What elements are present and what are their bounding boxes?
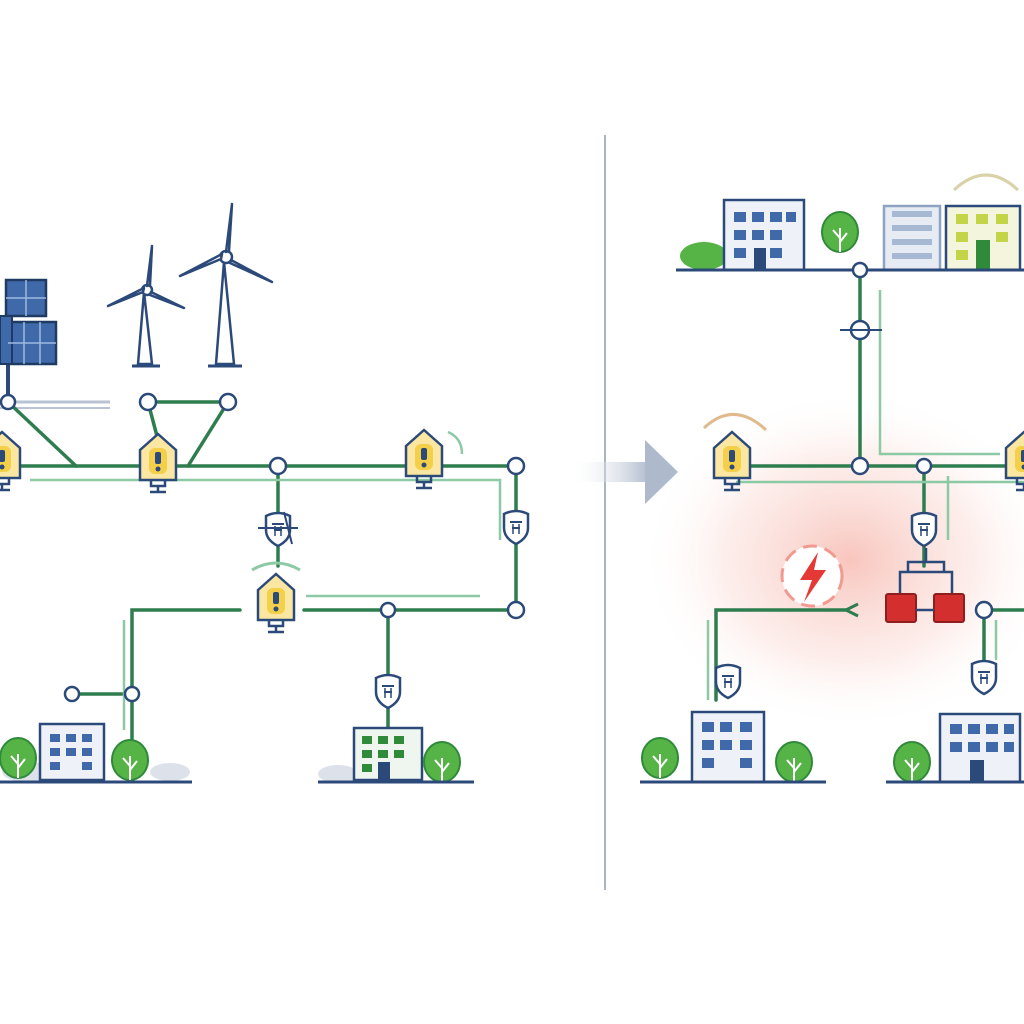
grid-node-icon[interactable] [63, 685, 81, 703]
shield-sensor-icon[interactable] [502, 509, 530, 546]
lightning-fault-icon[interactable] [780, 544, 844, 608]
panel-fault-isolated [640, 173, 1024, 784]
grid-node-icon[interactable] [915, 457, 933, 475]
building-icon [722, 198, 806, 272]
grid-node-icon[interactable] [506, 600, 526, 620]
breaker-icon[interactable] [885, 548, 965, 623]
community-middle [318, 726, 474, 784]
grid-node-icon[interactable] [218, 392, 238, 412]
grid-node-icon[interactable] [379, 601, 397, 619]
shield-sensor-icon[interactable] [970, 659, 998, 696]
wind-turbine-icon [106, 244, 186, 368]
building-icon [690, 710, 766, 784]
shield-sensor-icon[interactable] [714, 663, 742, 700]
wind-turbine-icon [178, 202, 274, 368]
building-icon [352, 726, 424, 782]
community-left [0, 722, 192, 784]
tree-icon [0, 737, 37, 779]
building-icon [38, 722, 106, 782]
building-icon [882, 204, 942, 272]
community-bottom-left [640, 710, 826, 784]
grid-node-icon[interactable] [138, 392, 158, 412]
grid-node-icon[interactable] [850, 456, 870, 476]
tree-icon [821, 211, 859, 253]
tree-icon [111, 739, 149, 781]
grid-node-icon[interactable] [268, 456, 288, 476]
secondary-lines-right [706, 290, 1024, 700]
grid-node-icon[interactable] [0, 393, 17, 411]
tree-icon [775, 741, 813, 783]
community-bottom-right [886, 712, 1024, 784]
secondary-lines [30, 430, 502, 730]
building-icon [938, 712, 1022, 784]
tree-icon [641, 737, 679, 779]
grid-node-icon[interactable] [506, 456, 526, 476]
grid-node-icon[interactable] [851, 261, 869, 279]
alert-switch-icon[interactable] [256, 572, 296, 634]
alert-switch-icon[interactable] [138, 432, 178, 494]
solar-panel-icon [0, 278, 110, 409]
community-top [676, 173, 1024, 272]
grid-node-icon[interactable] [974, 600, 994, 620]
transition-arrow-icon [570, 440, 678, 504]
tree-icon [423, 741, 461, 783]
grid-node-icon[interactable] [123, 685, 141, 703]
shield-sensor-icon[interactable] [910, 511, 938, 548]
shield-sensor-icon[interactable] [374, 673, 402, 710]
panel-normal-operation [0, 202, 530, 784]
building-icon [944, 204, 1022, 272]
alert-switch-icon[interactable] [0, 430, 22, 492]
grid-nodes [0, 392, 526, 703]
tree-icon [893, 741, 931, 783]
